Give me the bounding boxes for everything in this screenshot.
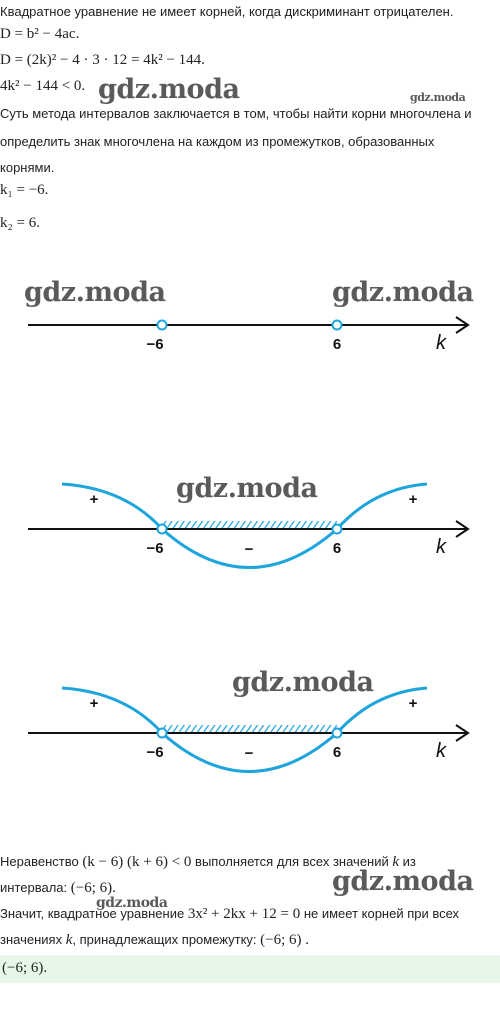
point-6 xyxy=(331,727,343,739)
conclusion-text: Значит, квадратное уравнение xyxy=(0,906,188,921)
axis-variable: k xyxy=(436,536,447,558)
conclusion-line-2: интервала: (−6; 6). xyxy=(0,880,116,897)
quadratic-equation: 3x² + 2kx + 12 = 0 xyxy=(187,906,301,922)
label-minus-6: −6 xyxy=(146,336,163,353)
discriminant-formula: D = b² − 4ac. xyxy=(0,26,80,42)
label-6: 6 xyxy=(333,336,341,353)
root-2: k₂ = 6. xyxy=(0,215,40,231)
watermark: gdz.moda xyxy=(332,866,474,897)
axis-arrow xyxy=(455,520,470,538)
watermark: gdz.moda xyxy=(98,74,240,105)
point-minus-6 xyxy=(156,319,168,331)
solution-interval-hatch xyxy=(162,725,337,733)
intro-text: Квадратное уравнение не имеет корней, ко… xyxy=(0,4,454,19)
point-6 xyxy=(331,523,343,535)
axis-arrow xyxy=(455,724,470,742)
answer-value: (−6; 6). xyxy=(2,960,48,976)
number-line-diagram-1: −6 6 k xyxy=(28,316,470,354)
solution-interval-hatch xyxy=(162,521,337,529)
sign-minus-middle: − xyxy=(245,541,254,558)
label-6: 6 xyxy=(333,540,341,557)
watermark: gdz.moda xyxy=(176,473,318,504)
conclusion-inequality: (k − 6) (k + 6) < 0 xyxy=(82,854,192,870)
method-text-line-2: определить знак многочлена на каждом из … xyxy=(0,134,435,149)
conclusion-text: выполняется для всех значений xyxy=(191,854,393,869)
conclusion-text: значениях xyxy=(0,932,66,947)
point-minus-6 xyxy=(156,523,168,535)
label-minus-6: −6 xyxy=(146,540,163,557)
sign-diagram-2: + − + −6 6 k xyxy=(28,482,470,569)
discriminant-calculation: D = (2k)² − 4 · 3 · 12 = 4k² − 144. xyxy=(0,52,205,68)
conclusion-text: не имеет корней при всех xyxy=(300,906,460,921)
sign-minus-middle: − xyxy=(245,745,254,762)
inequality: 4k² − 144 < 0. xyxy=(0,78,86,94)
conclusion-line-1: Неравенство (k − 6) (k + 6) < 0 выполняе… xyxy=(0,854,416,871)
sign-curve xyxy=(61,482,428,569)
axis-arrow xyxy=(455,316,470,334)
sign-plus-left: + xyxy=(90,695,99,712)
label-6: 6 xyxy=(333,744,341,761)
watermark: gdz.moda xyxy=(24,277,166,308)
sign-plus-right: + xyxy=(409,491,418,508)
point-minus-6 xyxy=(156,727,168,739)
label-minus-6: −6 xyxy=(146,744,163,761)
conclusion-text: , принадлежащих промежутку: xyxy=(72,932,261,947)
point-6 xyxy=(331,319,343,331)
sign-diagram-3: + − + −6 6 k xyxy=(28,686,470,773)
conclusion-text: Неравенство xyxy=(0,854,83,869)
watermark: gdz.moda xyxy=(96,895,168,911)
method-text-line-3: корнями. xyxy=(0,160,55,175)
watermark: gdz.moda xyxy=(232,667,374,698)
conclusion-text: из xyxy=(399,854,416,869)
conclusion-variable: k xyxy=(65,932,73,948)
conclusion-line-4: значениях k, принадлежащих промежутку: (… xyxy=(0,932,309,949)
sign-plus-left: + xyxy=(90,491,99,508)
method-text-line-1: Суть метода интервалов заключается в том… xyxy=(0,106,472,121)
conclusion-line-3: Значит, квадратное уравнение 3x² + 2kx +… xyxy=(0,906,459,923)
axis-variable: k xyxy=(436,740,447,762)
axis-variable: k xyxy=(436,332,447,354)
conclusion-text: интервала: xyxy=(0,880,71,895)
conclusion-interval: (−6; 6) . xyxy=(260,932,310,948)
answer-box: (−6; 6). xyxy=(0,955,500,983)
root-1: k₁ = −6. xyxy=(0,182,49,198)
watermark: gdz.moda xyxy=(332,277,474,308)
sign-plus-right: + xyxy=(409,695,418,712)
sign-curve xyxy=(61,686,428,773)
conclusion-interval: (−6; 6). xyxy=(70,880,116,896)
watermark: gdz.moda xyxy=(410,91,466,104)
conclusion-variable: k xyxy=(392,854,400,870)
